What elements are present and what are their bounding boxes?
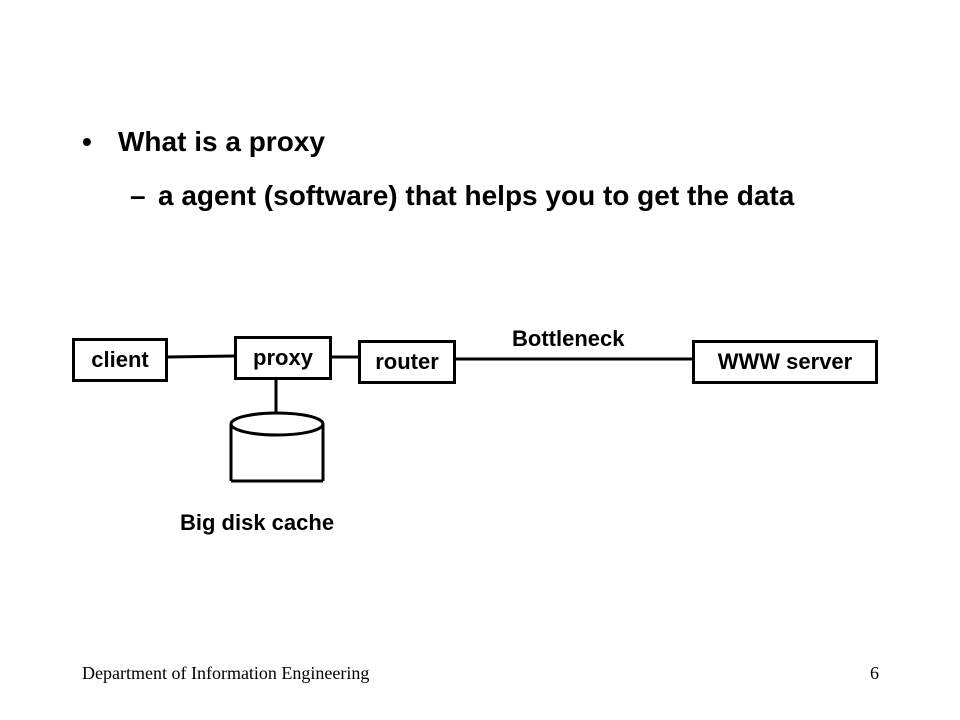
router-node: router	[358, 340, 456, 384]
page-number: 6	[870, 663, 879, 683]
sub-bullet-text: a agent (software) that helps you to get…	[158, 180, 795, 211]
client-proxy-link	[167, 354, 235, 359]
footer-department: Department of Information Engineering	[82, 663, 370, 683]
bullet-text: What is a proxy	[118, 126, 325, 157]
client-node: client	[72, 338, 168, 382]
bottleneck-label: Bottleneck	[512, 326, 625, 351]
bullet-marker: •	[82, 126, 92, 157]
www-server-node: WWW server	[692, 340, 878, 384]
dash-marker: –	[130, 180, 146, 211]
proxy-node: proxy	[234, 336, 332, 380]
disk-cache-icon	[229, 411, 325, 483]
disk-cache-label: Big disk cache	[180, 510, 335, 535]
sub-bullet-definition: – a agent (software) that helps you to g…	[130, 176, 850, 216]
bullet-what-is-proxy: • What is a proxy	[82, 126, 325, 158]
